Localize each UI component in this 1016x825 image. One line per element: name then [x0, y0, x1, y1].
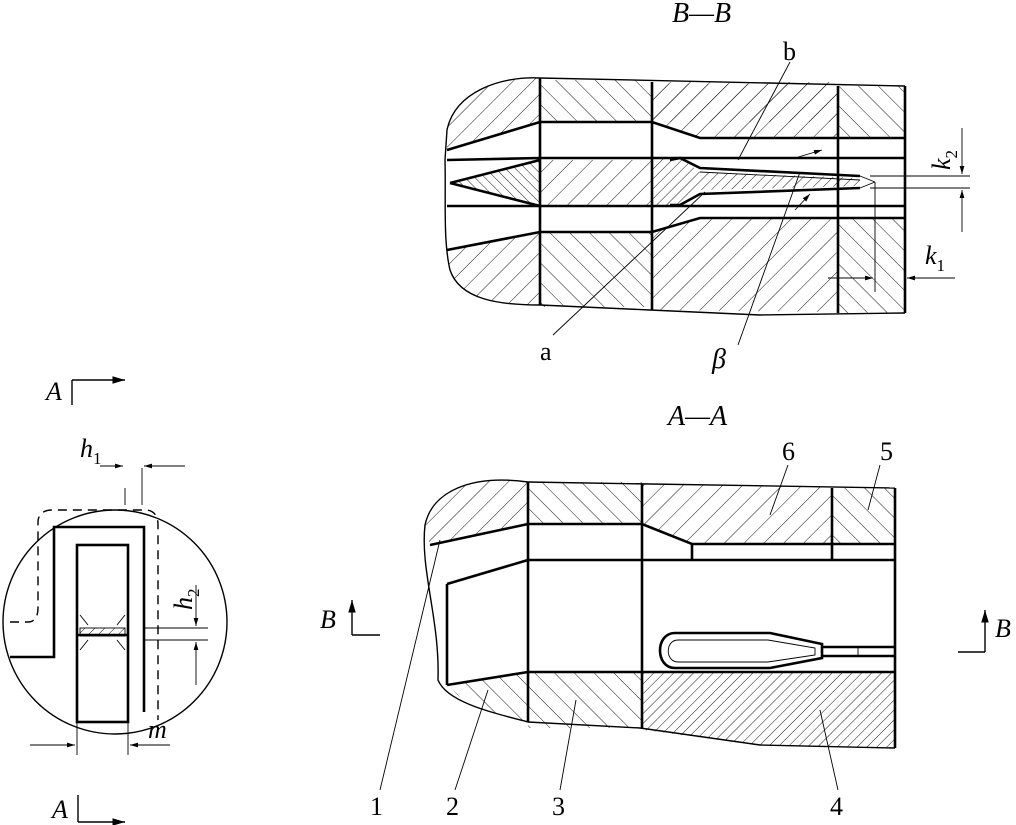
dim-k1: k1 [925, 241, 945, 275]
dim-h2: h2 [169, 589, 203, 611]
bb-view-title: B—B [672, 0, 731, 29]
part-number-3: 3 [552, 792, 565, 821]
callout-b: b [783, 37, 796, 66]
part-number-4: 4 [830, 792, 843, 821]
part-number-2: 2 [446, 792, 459, 821]
section-mark-a-top: A [44, 377, 62, 406]
dim-h1: h1 [80, 434, 102, 468]
section-mark-a-bottom: A [50, 795, 68, 824]
callout-beta: β [711, 344, 726, 375]
section-mark-b-right: B [995, 614, 1011, 643]
aa-view-title: A—A [666, 401, 728, 432]
section-mark-b-left: B [320, 605, 336, 634]
bb-section-view [444, 61, 970, 346]
callout-a: a [540, 337, 552, 366]
dim-k2: k2 [927, 150, 961, 170]
dim-m: m [148, 715, 167, 744]
part-number-5: 5 [880, 437, 893, 466]
part-number-6: 6 [782, 437, 795, 466]
detail-view [2, 376, 228, 825]
part-number-1: 1 [370, 792, 383, 821]
aa-section-view [348, 464, 989, 791]
